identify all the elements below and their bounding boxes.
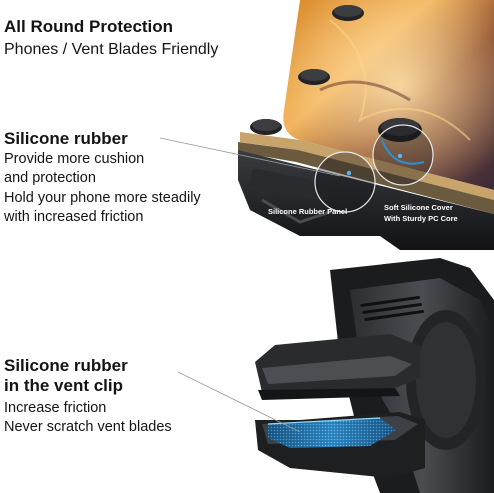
holder-body	[238, 150, 494, 250]
phone-holder-illustration	[159, 0, 494, 250]
section-bottom-line-1: Increase friction	[4, 400, 107, 416]
section-bottom-line-2: Never scratch vent blades	[4, 419, 172, 435]
pointer-line-top	[159, 137, 341, 177]
section-top-line-2: and protection	[4, 170, 96, 186]
section-bottom-heading-1: Silicone rubber	[4, 356, 128, 375]
callout-cover-line-1: Soft Silicone Cover	[384, 203, 453, 212]
callout-cover-line-2: With Sturdy PC Core	[384, 214, 458, 223]
section-bottom-heading-2: in the vent clip	[4, 376, 124, 395]
detail-callout-circles	[314, 124, 434, 213]
phone-frame	[240, 132, 494, 200]
section-top-line-3: Hold your phone more steadily	[4, 190, 201, 206]
section-top-heading: Silicone rubber	[4, 129, 128, 148]
vent-clip-illustration	[177, 258, 494, 493]
holder-knobs	[250, 5, 422, 142]
pointer-line-bottom	[177, 371, 301, 433]
callout-silicone-panel: Silicone Rubber Panel	[268, 207, 348, 216]
page-subtitle: Phones / Vent Blades Friendly	[4, 41, 219, 58]
section-top-line-4: with increased friction	[4, 209, 144, 225]
section-top-line-1: Provide more cushion	[4, 151, 145, 167]
page-title: All Round Protection	[4, 17, 174, 36]
